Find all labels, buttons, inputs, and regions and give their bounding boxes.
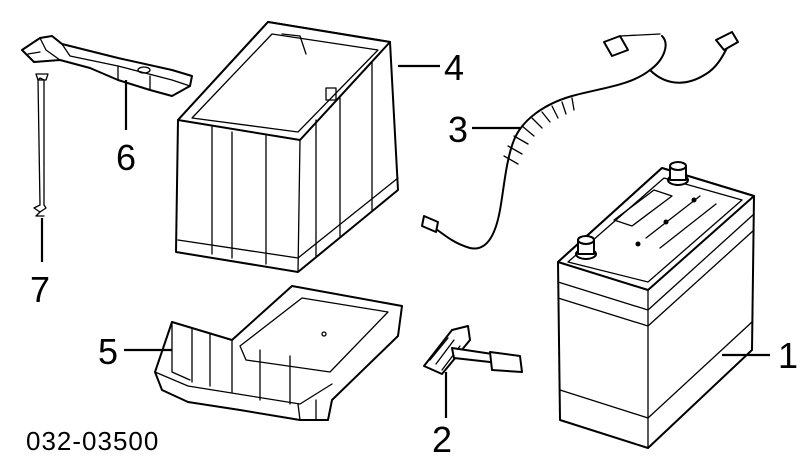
callout-1: 1	[778, 335, 798, 376]
hold-down-rod-icon	[33, 73, 49, 217]
hold-down-bracket-icon	[21, 35, 193, 97]
callout-5: 5	[98, 331, 118, 372]
callout-6: 6	[116, 137, 136, 178]
diagram-part-number: 032-03500	[26, 426, 159, 456]
battery-tray-icon	[154, 285, 403, 421]
callout-2: 2	[432, 419, 452, 460]
bolt-icon	[423, 325, 523, 375]
callout-4: 4	[444, 47, 464, 88]
callout-3: 3	[448, 109, 468, 150]
cable-icon	[421, 31, 739, 250]
battery-icon	[557, 161, 755, 449]
battery-box-icon	[175, 21, 399, 273]
callout-7: 7	[30, 269, 50, 310]
